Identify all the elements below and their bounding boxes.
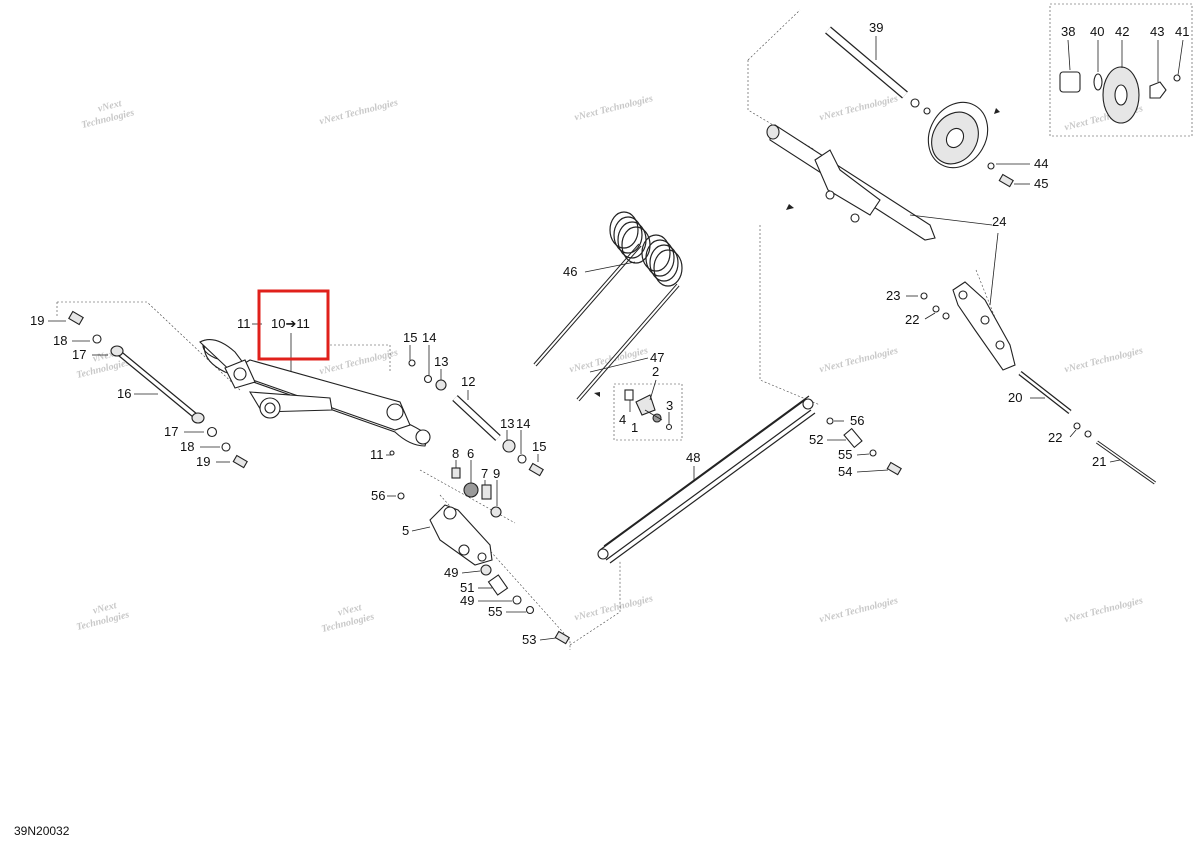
callout-55-left: 55: [488, 604, 502, 619]
callout-42: 42: [1115, 24, 1129, 39]
callout-20: 20: [1008, 390, 1022, 405]
callout-6: 6: [467, 446, 474, 461]
wheel-detail-inset: [1059, 66, 1181, 124]
bracket-5: [429, 504, 493, 566]
callout-14-upper: 14: [422, 330, 436, 345]
callout-18-upper: 18: [53, 333, 67, 348]
callout-52: 52: [809, 432, 823, 447]
watermark-text: vNext Technologies: [1063, 595, 1144, 625]
watermark-text: vNext Technologies: [573, 93, 654, 123]
shock-rod: [110, 345, 205, 424]
callout-56-right: 56: [850, 413, 864, 428]
right-bracket: [920, 281, 1157, 485]
watermark: vNext Technologies: [818, 345, 899, 375]
watermark: vNext Technologies: [818, 93, 899, 123]
callout-47: 47: [650, 350, 664, 365]
callout-22-lower: 22: [1048, 430, 1062, 445]
callout-54: 54: [838, 464, 852, 479]
callout-53: 53: [522, 632, 536, 647]
idler-wheel: [927, 101, 1014, 188]
callout-21: 21: [1092, 454, 1106, 469]
callout-15-upper: 15: [403, 330, 417, 345]
right-hardware: [826, 417, 902, 476]
callout-16: 16: [117, 386, 131, 401]
assembly-dashed-lines: [56, 3, 1193, 650]
watermark: vNext Technologies: [573, 93, 654, 123]
watermark-text: vNext Technologies: [318, 97, 399, 127]
linkage-hardware: [397, 467, 502, 518]
callout-13-upper: 13: [434, 354, 448, 369]
highlight-text: 10➔11: [271, 316, 310, 331]
watermark-text: vNext Technologies: [318, 347, 399, 377]
leader-lines: [48, 36, 1184, 641]
watermark: vNext Technologies: [1063, 595, 1144, 625]
callout-11-lower: 11: [370, 447, 384, 462]
watermark: vNext Technologies: [818, 595, 899, 625]
callout-14-lower: 14: [516, 416, 530, 431]
callout-44: 44: [1034, 156, 1048, 171]
callout-48: 48: [686, 450, 700, 465]
callout-49-lower: 49: [460, 593, 474, 608]
callout-49-upper: 49: [444, 565, 458, 580]
callout-18-lower: 18: [180, 439, 194, 454]
highlight-callout: 11 10➔11: [237, 289, 330, 361]
drawing-code: 39N20032: [14, 824, 70, 838]
callout-19-upper: 19: [30, 313, 44, 328]
callout-1: 1: [631, 420, 638, 435]
callout-8: 8: [452, 446, 459, 461]
callout-39: 39: [869, 20, 883, 35]
callout-56-left: 56: [371, 488, 385, 503]
callout-labels: 39 38 40 42 43 41 44 45 24 46 47 23 22 2…: [30, 20, 1189, 647]
callout-55-right: 55: [838, 447, 852, 462]
callout-38: 38: [1061, 24, 1075, 39]
callout-15-lower: 15: [532, 439, 546, 454]
callout-3: 3: [666, 398, 673, 413]
callout-9: 9: [493, 466, 500, 481]
watermark: vNext Technologies: [318, 97, 399, 127]
callout-13-lower: 13: [500, 416, 514, 431]
lower-hardware: [480, 564, 570, 645]
callout-45: 45: [1034, 176, 1048, 191]
callout-23: 23: [886, 288, 900, 303]
callout-12: 12: [461, 374, 475, 389]
callout-41: 41: [1175, 24, 1189, 39]
callout-5: 5: [402, 523, 409, 538]
torsion-spring: [533, 211, 683, 402]
front-arm-assembly: [766, 26, 936, 241]
callout-51: 51: [460, 580, 474, 595]
callout-17-upper: 17: [72, 347, 86, 362]
callout-17-lower: 17: [164, 424, 178, 439]
callout-11-upper: 11: [237, 316, 251, 331]
callout-43: 43: [1150, 24, 1164, 39]
rear-arm-assembly: [199, 339, 431, 447]
callout-40: 40: [1090, 24, 1104, 39]
watermark-text: vNext Technologies: [1063, 345, 1144, 375]
watermark: vNext Technologies: [1063, 345, 1144, 375]
callout-19-lower: 19: [196, 454, 210, 469]
callout-24: 24: [992, 214, 1006, 229]
callout-2: 2: [652, 364, 659, 379]
highlight-box: [257, 289, 330, 361]
watermark-text: vNext Technologies: [818, 345, 899, 375]
watermark: vNext Technologies: [573, 593, 654, 623]
watermark: vNext Technologies: [318, 347, 399, 377]
watermark-text: vNext Technologies: [818, 93, 899, 123]
watermark-text: vNext Technologies: [573, 593, 654, 623]
callout-4: 4: [619, 412, 626, 427]
callout-46: 46: [563, 264, 577, 279]
watermark-text: vNext Technologies: [818, 595, 899, 625]
arrowheads: [594, 108, 1000, 397]
callout-7: 7: [481, 466, 488, 481]
cross-bar: [597, 395, 816, 564]
callout-22-upper: 22: [905, 312, 919, 327]
left-hardware: [68, 310, 544, 477]
